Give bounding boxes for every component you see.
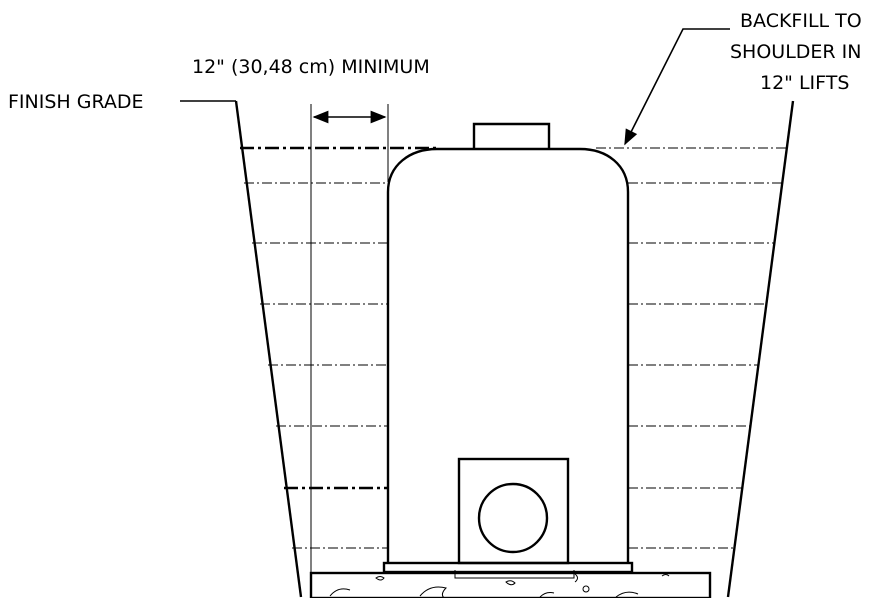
dimension-12-inch: [310, 104, 389, 592]
backfill-lines-left: [240, 146, 440, 549]
outlet-box: [457, 457, 570, 565]
backfill-label-line1: BACKFILL TO: [740, 10, 862, 32]
trench-right-wall: [726, 100, 795, 598]
dimension-label: 12" (30,48 cm) MINIMUM: [192, 56, 430, 78]
backfill-label-line3: 12" LIFTS: [760, 72, 849, 94]
pad-aggregate: [329, 570, 670, 598]
outlet-pipe: [477, 482, 549, 554]
tank-body: [386, 147, 630, 563]
backfill-label-line2: SHOULDER IN: [730, 41, 862, 63]
trench-left-wall: [234, 100, 303, 598]
finish-grade-label: FINISH GRADE: [8, 91, 144, 113]
concrete-pad: [309, 571, 712, 598]
backfill-lines-right: [596, 147, 787, 549]
tank-base-flange: [382, 561, 634, 574]
backfill-leader: [624, 28, 730, 146]
tank-top-fitting: [472, 122, 551, 149]
